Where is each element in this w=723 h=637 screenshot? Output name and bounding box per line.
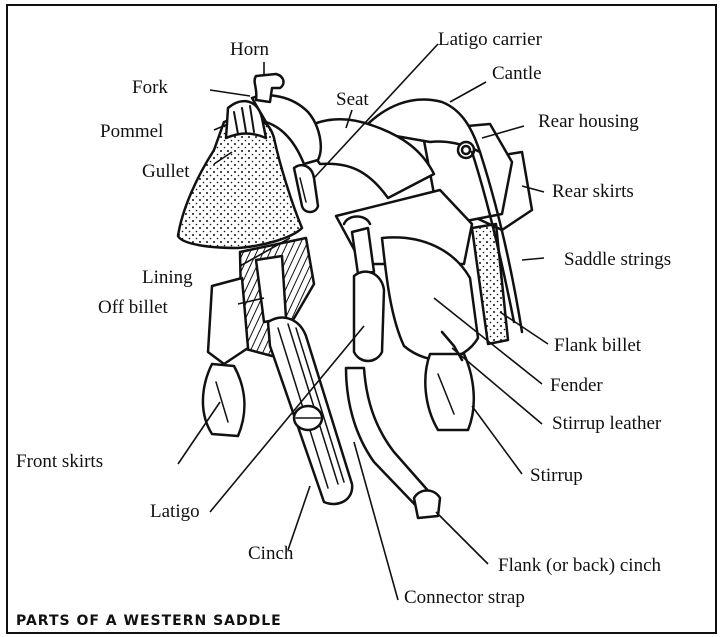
diagram-caption: PARTS OF A WESTERN SADDLE [16, 613, 282, 629]
label-rear-housing: Rear housing [538, 112, 639, 131]
label-flank-cinch: Flank (or back) cinch [498, 556, 661, 575]
label-seat: Seat [336, 90, 369, 109]
label-cantle: Cantle [492, 64, 542, 83]
near-stirrup-shape [425, 354, 473, 430]
label-latigo-carrier: Latigo carrier [438, 30, 542, 49]
leader-cantle [450, 82, 486, 102]
leader-saddle-strings [522, 258, 544, 260]
stirrup-leather-shape [354, 272, 384, 361]
label-off-billet: Off billet [98, 298, 168, 317]
label-gullet: Gullet [142, 162, 190, 181]
label-saddle-strings: Saddle strings [564, 250, 671, 269]
label-horn: Horn [230, 40, 269, 59]
lining-shape [178, 117, 302, 248]
label-lining: Lining [142, 268, 193, 287]
label-connector-strap: Connector strap [404, 588, 525, 607]
label-fork: Fork [132, 78, 168, 97]
label-flank-billet: Flank billet [554, 336, 641, 355]
latigo-carrier-shape [294, 165, 318, 212]
label-cinch: Cinch [248, 544, 293, 563]
label-rear-skirts: Rear skirts [552, 182, 634, 201]
label-pommel: Pommel [100, 122, 163, 141]
leader-flank-cinch [436, 512, 488, 564]
leader-cinch [288, 486, 310, 550]
label-stirrup: Stirrup [530, 466, 583, 485]
label-fender: Fender [550, 376, 603, 395]
label-stirrup-leather: Stirrup leather [552, 414, 661, 433]
off-front-skirt-shape [208, 278, 248, 364]
off-stirrup-shape [203, 364, 244, 436]
leader-fork [210, 90, 250, 96]
label-latigo: Latigo [150, 502, 200, 521]
leader-stirrup [472, 406, 522, 474]
diagram-frame: Horn Latigo carrier Fork Cantle Seat Pom… [6, 4, 717, 634]
flank-cinch-buckle [414, 491, 440, 519]
label-front-skirts: Front skirts [16, 452, 103, 471]
